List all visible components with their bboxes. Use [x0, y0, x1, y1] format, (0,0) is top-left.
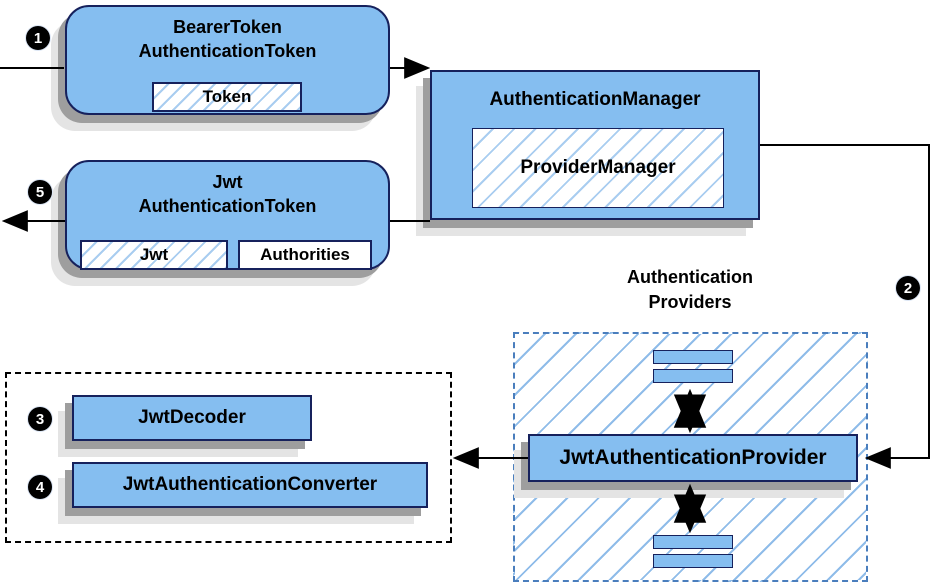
jwt-member-label: Jwt [139, 245, 169, 264]
bearer-token-title: BearerToken AuthenticationToken [67, 7, 388, 63]
provider-stack-bar [653, 535, 733, 549]
step-3-badge: 3 [28, 407, 52, 431]
provider-stack-bar [653, 554, 733, 568]
jwt-authentication-provider-label: JwtAuthenticationProvider [559, 446, 827, 469]
authentication-manager-node: AuthenticationManager ProviderManager [430, 70, 760, 220]
token-member-label: Token [202, 87, 252, 106]
jwt-token-title-line2: AuthenticationToken [138, 196, 317, 216]
step-2-badge: 2 [896, 276, 920, 300]
step-1-badge: 1 [26, 26, 50, 50]
jwt-authentication-token-node: Jwt AuthenticationToken Jwt Authorities [65, 160, 390, 270]
jwt-token-title: Jwt AuthenticationToken [67, 162, 388, 218]
jwt-token-title-line1: Jwt [212, 172, 243, 192]
provider-manager-member-box: ProviderManager [472, 128, 724, 208]
jwt-authentication-provider-node: JwtAuthenticationProvider [528, 434, 858, 482]
jwt-processing-group-box [5, 372, 452, 543]
provider-stack-bar [653, 350, 733, 364]
authentication-providers-heading-line1: Authentication [627, 267, 753, 287]
token-member-box: Token [152, 82, 302, 112]
bearer-token-authentication-token-node: BearerToken AuthenticationToken Token [65, 5, 390, 115]
jwt-decoder-node: JwtDecoder [72, 395, 312, 441]
authentication-providers-heading: Authentication Providers [558, 264, 822, 316]
step-4-badge: 4 [28, 475, 52, 499]
jwt-decoder-label: JwtDecoder [138, 407, 246, 428]
jwt-member-box: Jwt [80, 240, 228, 270]
bearer-token-title-line2: AuthenticationToken [138, 41, 317, 61]
provider-stack-bar [653, 369, 733, 383]
provider-manager-label: ProviderManager [520, 157, 676, 178]
jwt-authentication-converter-label: JwtAuthenticationConverter [122, 474, 378, 495]
authentication-providers-heading-line2: Providers [648, 292, 732, 312]
bearer-token-title-line1: BearerToken [173, 17, 282, 37]
authorities-member-box: Authorities [238, 240, 372, 270]
authorities-member-label: Authorities [260, 245, 350, 264]
jwt-authentication-converter-node: JwtAuthenticationConverter [72, 462, 428, 508]
authentication-manager-title: AuthenticationManager [489, 89, 701, 110]
step-5-badge: 5 [28, 180, 52, 204]
